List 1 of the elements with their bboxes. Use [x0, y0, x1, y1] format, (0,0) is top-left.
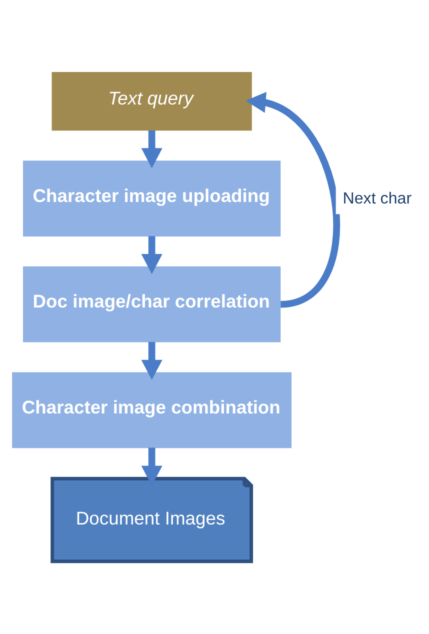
edge-label: Next char — [342, 189, 412, 208]
